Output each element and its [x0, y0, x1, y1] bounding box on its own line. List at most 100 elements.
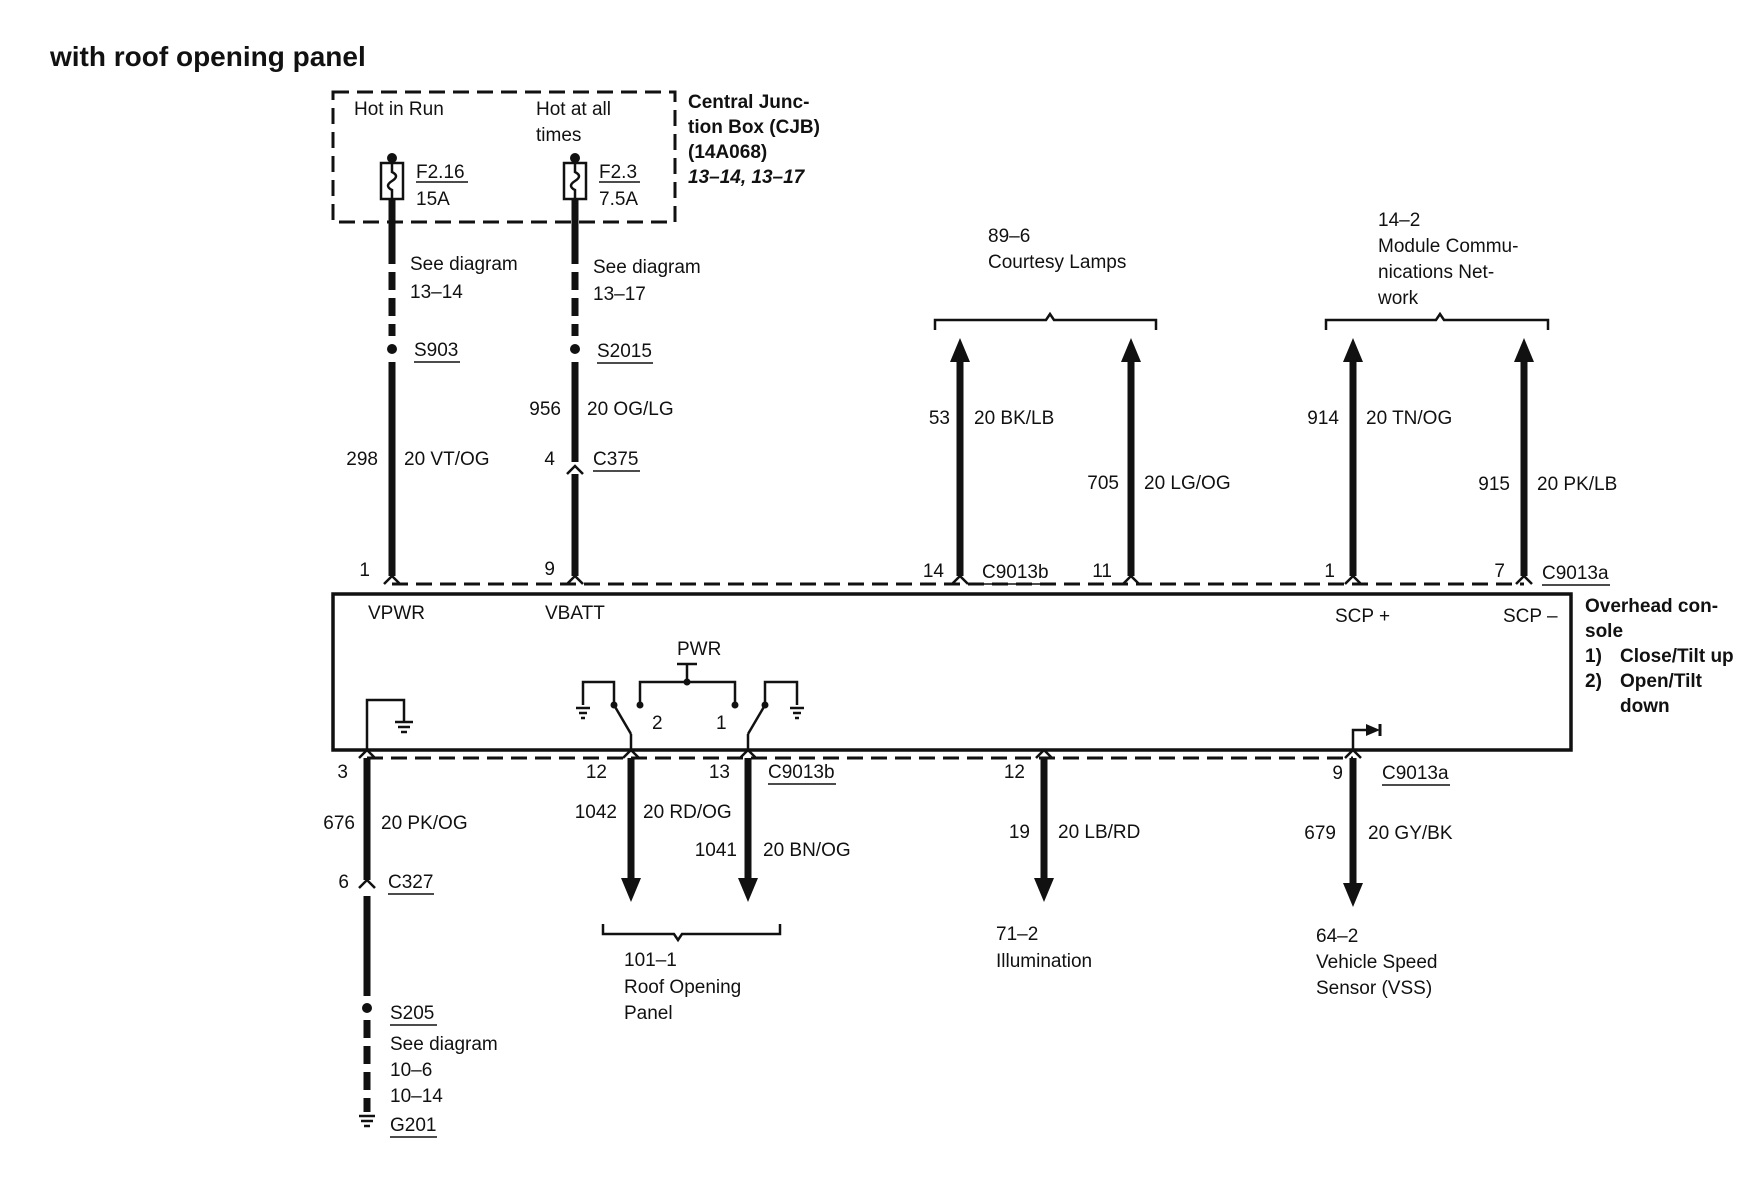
w1041-pin: 13 [709, 762, 730, 783]
wire-914 [1343, 338, 1363, 585]
w679-pin: 9 [1332, 763, 1343, 784]
vpwr-circuit: 298 [346, 449, 378, 470]
fuse2-rating: 7.5A [599, 189, 638, 210]
w676-pin: 3 [337, 762, 348, 783]
vbatt-conn: C375 [593, 449, 638, 470]
courtesy-bracket [933, 311, 1158, 330]
w53-gauge: 20 BK/LB [974, 408, 1054, 429]
wire-1041 [738, 748, 758, 902]
w676-gauge: 20 PK/OG [381, 813, 468, 834]
cjb-hot-at-all-1: Hot at all [536, 99, 611, 120]
illum-label: Illumination [996, 951, 1092, 972]
w679-circuit: 679 [1304, 823, 1336, 844]
vss-label-1: Vehicle Speed [1316, 952, 1438, 973]
vss-label-2: Sensor (VSS) [1316, 978, 1432, 999]
console-note-1-text: Close/Tilt up [1620, 646, 1734, 667]
s205-label: S205 [390, 1003, 434, 1024]
w1041-circuit: 1041 [695, 840, 737, 861]
cjb-name-2: tion Box (CJB) [688, 117, 820, 138]
vpwr-pin: 1 [359, 560, 370, 581]
courtesy-ref: 89–6 [988, 226, 1030, 247]
overhead-console-box [331, 592, 1573, 752]
vss-ref: 64–2 [1316, 926, 1358, 947]
w1042-gauge: 20 RD/OG [643, 802, 732, 823]
vbatt-pin: 9 [544, 559, 555, 580]
w914-circuit: 914 [1307, 408, 1339, 429]
fuse-f2-16 [379, 153, 405, 201]
w915-pin: 7 [1494, 561, 1505, 582]
wire-679 [1343, 748, 1363, 907]
courtesy-conn: C9013b [982, 562, 1049, 583]
w705-gauge: 20 LG/OG [1144, 473, 1231, 494]
vpwr-pin-label: VPWR [368, 603, 425, 624]
console-note-2-text-2: down [1620, 696, 1670, 717]
w914-pin: 1 [1324, 561, 1335, 582]
w915-circuit: 915 [1478, 474, 1510, 495]
console-note-2-num: 2) [1585, 671, 1602, 692]
vpwr-see-1: See diagram [410, 254, 518, 275]
w914-pin-label: SCP + [1335, 606, 1390, 627]
console-name-1: Overhead con- [1585, 596, 1718, 617]
w1042-circuit: 1042 [575, 802, 617, 823]
w914-gauge: 20 TN/OG [1366, 408, 1452, 429]
wire-1042 [621, 748, 641, 902]
c327-pin: 6 [338, 872, 349, 893]
vpwr-gauge: 20 VT/OG [404, 449, 490, 470]
console-name-2: sole [1585, 621, 1623, 642]
roof-label-1: Roof Opening [624, 977, 741, 998]
w19-pin: 12 [1004, 762, 1025, 783]
wire-19 [1034, 748, 1054, 902]
mcn-label-1: Module Commu- [1378, 236, 1518, 257]
cjb-refs: 13–14, 13–17 [688, 167, 806, 188]
vss-signal-symbol [1351, 728, 1366, 750]
vpwr-see-2: 13–14 [410, 282, 463, 303]
vbatt-splice: S2015 [597, 341, 652, 362]
mcn-ref: 14–2 [1378, 210, 1420, 231]
cjb-hot-in-run: Hot in Run [354, 99, 444, 120]
w915-gauge: 20 PK/LB [1537, 474, 1617, 495]
w676-circuit: 676 [323, 813, 355, 834]
s205-see-2: 10–6 [390, 1060, 432, 1081]
mcn-conn: C9013a [1542, 563, 1609, 584]
g201-label: G201 [390, 1115, 436, 1136]
w19-circuit: 19 [1009, 822, 1030, 843]
w19-gauge: 20 LB/RD [1058, 822, 1140, 843]
w679-gauge: 20 GY/BK [1368, 823, 1453, 844]
switch-2-label: 2 [652, 713, 663, 734]
page-title: with roof opening panel [49, 41, 366, 72]
fuse-f2-3 [562, 153, 588, 201]
mcn-label-3: work [1377, 288, 1419, 309]
vpwr-splice: S903 [414, 340, 458, 361]
wire-915 [1514, 338, 1534, 585]
vbatt-conn-pin: 4 [544, 449, 555, 470]
w1042-pin: 12 [586, 762, 607, 783]
w915-pin-label: SCP – [1503, 606, 1558, 627]
console-note-2-text-1: Open/Tilt [1620, 671, 1703, 692]
cjb-hot-at-all-2: times [536, 125, 581, 146]
wire-vbatt [566, 199, 584, 585]
w53-circuit: 53 [929, 408, 950, 429]
fuse1-rating: 15A [416, 189, 450, 210]
wire-53 [950, 338, 970, 585]
pwr-label: PWR [677, 639, 721, 660]
roof-label-2: Panel [624, 1003, 673, 1024]
fuse1-id: F2.16 [416, 162, 465, 183]
switch-1-label: 1 [716, 713, 727, 734]
vbatt-see-2: 13–17 [593, 284, 646, 305]
c327-label: C327 [388, 872, 433, 893]
wire-vpwr [383, 199, 401, 585]
roof-conn: C9013b [768, 762, 835, 783]
vbatt-pin-label: VBATT [545, 603, 605, 624]
wire-676 [358, 748, 376, 1128]
courtesy-label: Courtesy Lamps [988, 252, 1126, 273]
vss-conn: C9013a [1382, 763, 1449, 784]
s205-see-1: See diagram [390, 1034, 498, 1055]
illum-ref: 71–2 [996, 924, 1038, 945]
cjb-name-1: Central Junc- [688, 92, 809, 113]
w1041-gauge: 20 BN/OG [763, 840, 851, 861]
power-switch [576, 662, 804, 750]
w705-circuit: 705 [1087, 473, 1119, 494]
console-note-1-num: 1) [1585, 646, 1602, 667]
cjb-box [331, 90, 677, 224]
